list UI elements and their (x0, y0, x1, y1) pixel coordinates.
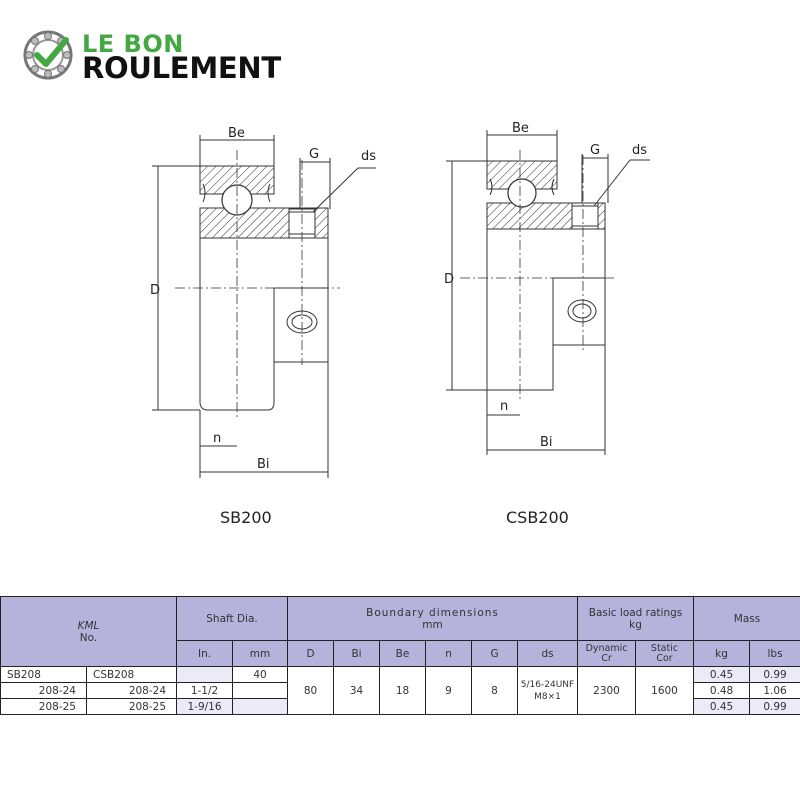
mass-kg: 0.48 (693, 682, 751, 699)
table-row: 208-25 208-25 1-9/16 0.45 0.99 (0, 698, 800, 715)
sb-g-label: G (309, 147, 319, 162)
shaft-header: Shaft Dia. (176, 596, 289, 641)
sb-model: 208-25 (0, 698, 87, 715)
shaft-in: 1-1/2 (176, 682, 234, 699)
load-unit: kg (629, 618, 642, 631)
val-Be: 18 (379, 666, 427, 715)
col-Bi: Bi (333, 640, 381, 667)
shaft-in (176, 666, 234, 683)
shaft-mm: 40 (232, 666, 289, 683)
mass-lbs: 0.99 (749, 666, 800, 683)
val-G: 8 (471, 666, 519, 715)
bearing-drawings: Be G ds D n Bi SB200 Be G ds D n Bi CSB2… (150, 121, 650, 527)
mass-lbs: 0.99 (749, 698, 800, 715)
csb-model: CSB208 (85, 666, 178, 683)
val-D: 80 (287, 666, 335, 715)
csb-be-label: Be (512, 121, 529, 136)
no-label: No. (79, 631, 98, 644)
load-label: Basic load ratings (588, 606, 683, 619)
shaft-mm (232, 682, 289, 699)
shaft-in: 1-9/16 (176, 698, 234, 715)
val-cr: 2300 (577, 666, 637, 715)
sb200-caption: SB200 (220, 508, 272, 527)
boundary-unit: mm (422, 618, 443, 631)
boundary-header: Boundary dimensions mm (287, 596, 579, 641)
csb200-drawing (446, 130, 650, 455)
col-n: n (425, 640, 473, 667)
spec-table: KML No. Shaft Dia. Boundary dimensions m… (0, 596, 800, 715)
csb-n-label: n (500, 399, 508, 414)
col-lbs: lbs (749, 640, 800, 667)
sb-n-label: n (213, 431, 221, 446)
col-Be: Be (379, 640, 427, 667)
csb-bi-label: Bi (540, 435, 553, 450)
col-D: D (287, 640, 335, 667)
dynamic-label: Dynamic (585, 642, 628, 654)
val-Bi: 34 (333, 666, 381, 715)
col-kg: kg (693, 640, 751, 667)
brand-label: KML (77, 619, 100, 632)
ds-line2: M8×1 (534, 691, 561, 702)
csb-d-label: D (444, 272, 454, 287)
boundary-label: Boundary dimensions (366, 606, 499, 619)
sb200-drawing (152, 135, 376, 478)
brand-line2: ROULEMENT (82, 51, 281, 85)
bearing-check-icon (23, 30, 73, 80)
model-header: KML No. (0, 596, 178, 667)
brand-logo: LE BON ROULEMENT (22, 28, 302, 88)
ds-line1: 5/16-24UNF (520, 679, 575, 690)
cor-label: Cor (656, 652, 673, 664)
val-ds: 5/16-24UNF M8×1 (517, 666, 579, 715)
col-cr: Dynamic Cr (577, 640, 637, 667)
sb-be-label: Be (228, 126, 245, 141)
col-cor: Static Cor (635, 640, 695, 667)
sb-model: SB208 (0, 666, 87, 683)
load-header: Basic load ratings kg (577, 596, 695, 641)
sb-d-label: D (150, 283, 160, 298)
val-n: 9 (425, 666, 473, 715)
col-G: G (471, 640, 519, 667)
table-row: SB208 CSB208 40 80 34 18 9 8 5/16-24UNF … (0, 666, 800, 715)
csb200-caption: CSB200 (506, 508, 569, 527)
sb-model: 208-24 (0, 682, 87, 699)
sb-bi-label: Bi (257, 457, 270, 472)
col-mm: mm (232, 640, 289, 667)
static-label: Static (650, 642, 679, 654)
table-row: 208-24 208-24 1-1/2 0.48 1.06 (0, 682, 800, 699)
mass-kg: 0.45 (693, 698, 751, 715)
col-in: In. (176, 640, 234, 667)
sb-ds-label: ds (361, 149, 376, 164)
csb-model: 208-25 (85, 698, 178, 715)
mass-header: Mass (693, 596, 800, 641)
brand-line1: LE BON (82, 30, 184, 58)
csb-g-label: G (590, 143, 600, 158)
csb-ds-label: ds (632, 143, 647, 158)
mass-lbs: 1.06 (749, 682, 800, 699)
cr-label: Cr (601, 652, 612, 664)
csb-model: 208-24 (85, 682, 178, 699)
shaft-mm (232, 698, 289, 715)
col-ds: ds (517, 640, 579, 667)
mass-kg: 0.45 (693, 666, 751, 683)
val-cor: 1600 (635, 666, 695, 715)
